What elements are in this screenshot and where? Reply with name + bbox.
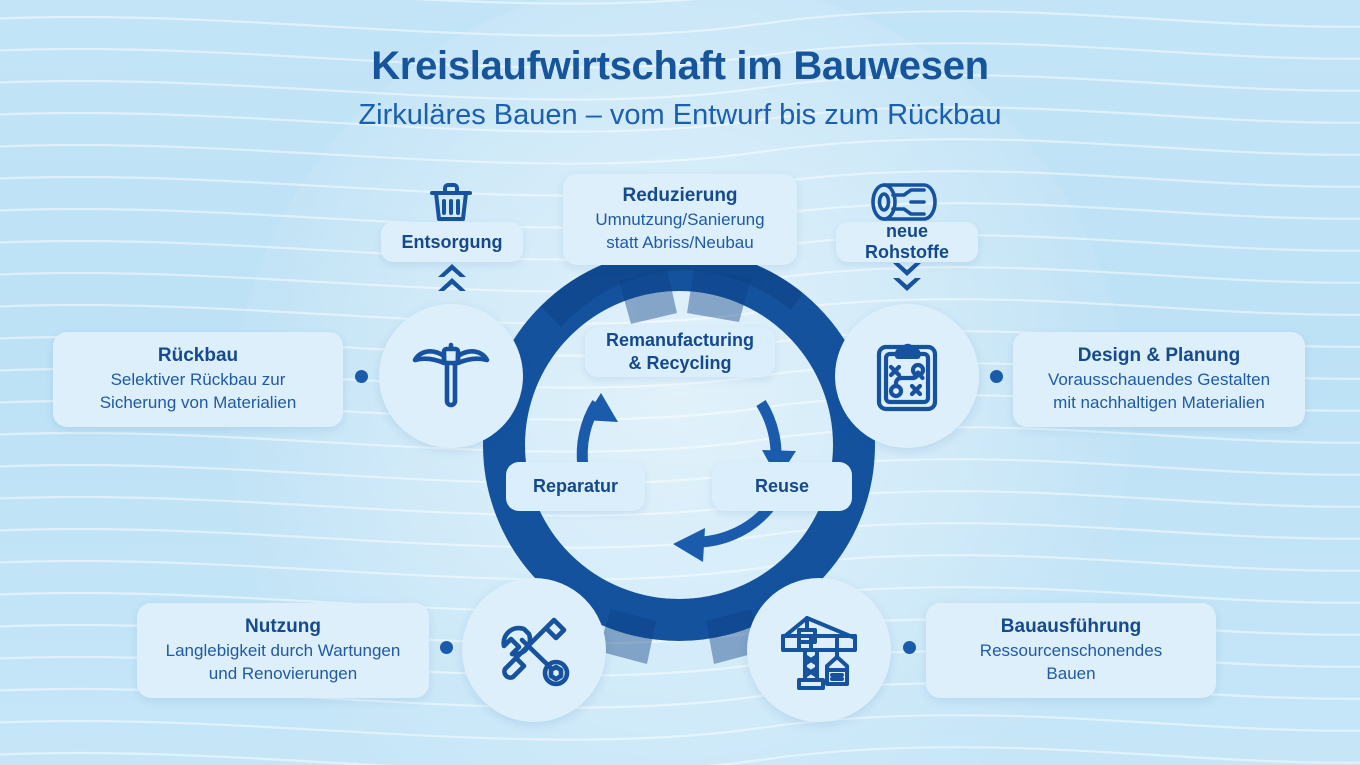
- crane-icon: [775, 606, 863, 694]
- card-body-line-2: mit nachhaltigen Materialien: [1053, 393, 1265, 413]
- connector-dot-design: [990, 370, 1003, 383]
- material-roll-icon: [869, 180, 939, 229]
- pickaxe-icon: [408, 333, 494, 419]
- connector-dot-nutzung: [440, 641, 453, 654]
- pill-label: Entsorgung: [401, 231, 503, 252]
- card-design-planung[interactable]: Design & Planung Vorausschauendes Gestal…: [1013, 332, 1305, 427]
- card-bauausfuehrung[interactable]: Bauausführung Ressourcenschonendes Bauen: [926, 603, 1216, 698]
- card-body-line-2: Bauen: [1046, 664, 1096, 684]
- node-rueckbau[interactable]: [379, 304, 523, 448]
- card-body-line-1: Ressourcenschonendes: [979, 640, 1163, 660]
- card-heading: Bauausführung: [1000, 616, 1142, 637]
- card-heading: Design & Planung: [1077, 345, 1241, 366]
- inner-label-text: Reuse: [754, 475, 810, 496]
- pill-label: neue Rohstoffe: [865, 221, 949, 262]
- tools-icon: [491, 607, 577, 693]
- node-design-planung[interactable]: [835, 304, 979, 448]
- page-title: Kreislaufwirtschaft im Bauwesen: [371, 44, 989, 88]
- connector-dot-rueckbau: [355, 370, 368, 383]
- cycle-ring: [451, 217, 907, 673]
- trash-bin-icon: [427, 181, 475, 230]
- card-rueckbau[interactable]: Rückbau Selektiver Rückbau zur Sicherung…: [53, 332, 343, 427]
- card-body-line-1: Langlebigkeit durch Wartungen: [165, 640, 401, 660]
- pill-neue-rohstoffe[interactable]: neue Rohstoffe: [836, 221, 978, 262]
- card-nutzung[interactable]: Nutzung Langlebigkeit durch Wartungen un…: [137, 603, 429, 698]
- card-heading: Nutzung: [245, 616, 321, 637]
- card-body-line-1: Vorausschauendes Gestalten: [1047, 369, 1271, 389]
- card-heading: Rückbau: [157, 345, 239, 366]
- inner-label-reuse[interactable]: Reuse: [712, 462, 852, 511]
- inner-label-line-1: Remanufacturing: [605, 329, 755, 350]
- card-body-line-2: statt Abriss/Neubau: [606, 233, 754, 253]
- inner-label-text: Reparatur: [532, 475, 619, 496]
- inner-label-remanufacturing[interactable]: Remanufacturing & Recycling: [585, 327, 775, 377]
- page-subtitle: Zirkuläres Bauen – vom Entwurf bis zum R…: [358, 99, 1002, 131]
- double-chevron-up-icon: [436, 262, 468, 301]
- connector-dot-bauausfuehrung: [903, 641, 916, 654]
- inner-label-line-2: & Recycling: [628, 353, 732, 373]
- outer-ring-band: [483, 249, 875, 664]
- card-body-line-2: Sicherung von Materialien: [99, 393, 297, 413]
- card-reduzierung[interactable]: Reduzierung Umnutzung/Sanierung statt Ab…: [563, 174, 797, 265]
- node-bauausfuehrung[interactable]: [747, 578, 891, 722]
- double-chevron-down-icon: [891, 260, 923, 301]
- pill-entsorgung[interactable]: Entsorgung: [381, 222, 523, 262]
- card-body-line-1: Selektiver Rückbau zur: [110, 369, 286, 389]
- node-nutzung[interactable]: [462, 578, 606, 722]
- card-body-line-1: Umnutzung/Sanierung: [595, 209, 765, 229]
- clipboard-strategy-icon: [865, 334, 949, 418]
- card-heading: Reduzierung: [622, 185, 738, 206]
- inner-label-reparatur[interactable]: Reparatur: [506, 462, 645, 511]
- card-body-line-2: und Renovierungen: [208, 664, 358, 684]
